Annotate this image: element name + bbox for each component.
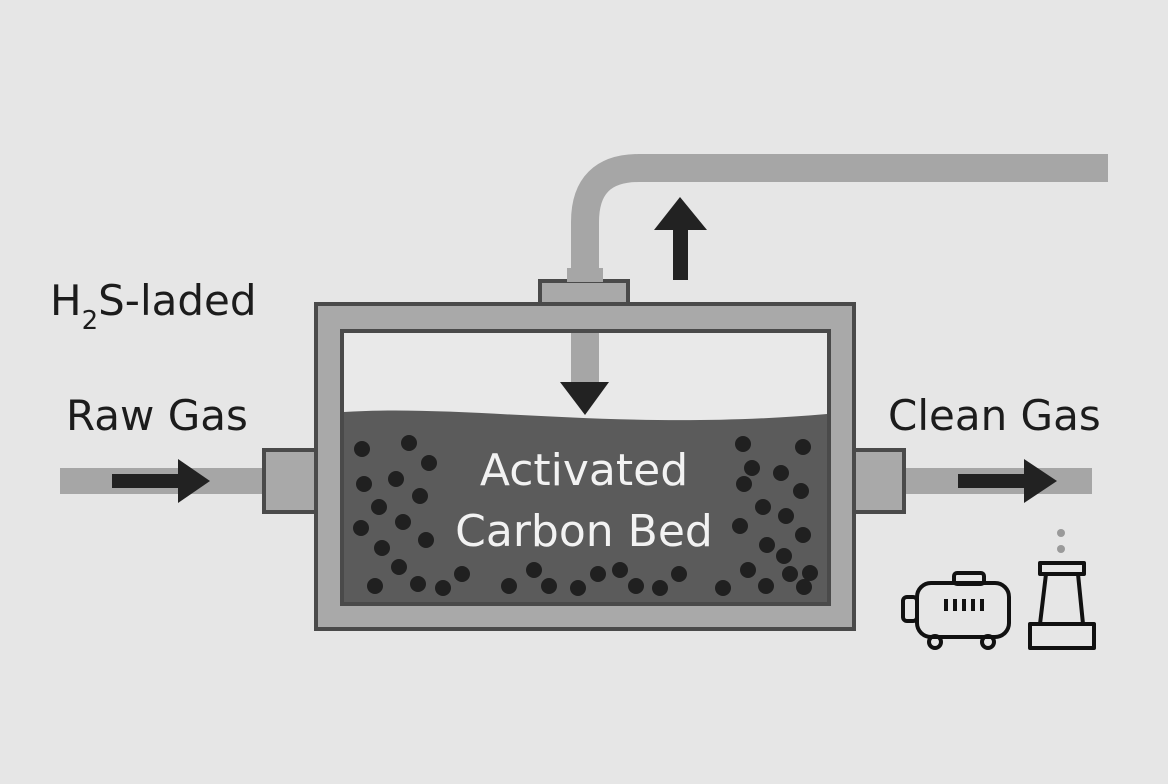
carbon-pellet xyxy=(793,483,809,499)
flow-arrow-icon xyxy=(560,382,609,415)
outlet-label: Clean Gas xyxy=(888,391,1101,440)
bed-label-line2: Carbon Bed xyxy=(455,506,713,557)
carbon-pellet xyxy=(367,578,383,594)
carbon-pellet xyxy=(732,518,748,534)
carbon-pellet xyxy=(501,578,517,594)
carbon-pellet xyxy=(395,514,411,530)
carbon-pellet xyxy=(401,435,417,451)
carbon-pellet xyxy=(356,476,372,492)
carbon-pellet xyxy=(758,578,774,594)
top-pipe-collar xyxy=(567,268,603,282)
carbon-pellet xyxy=(526,562,542,578)
carbon-pellet xyxy=(374,540,390,556)
carbon-pellet xyxy=(388,471,404,487)
carbon-pellet xyxy=(755,499,771,515)
carbon-pellet xyxy=(671,566,687,582)
carbon-pellet xyxy=(796,579,812,595)
carbon-pellet xyxy=(778,508,794,524)
top-nozzle xyxy=(538,279,630,306)
carbon-pellet xyxy=(776,548,792,564)
flare-stack-icon xyxy=(1028,529,1096,650)
inlet-arrow-icon xyxy=(112,459,210,503)
top-return-pipe xyxy=(571,154,1108,272)
inlet-nozzle xyxy=(262,448,322,514)
outlet-arrow-icon xyxy=(958,459,1057,503)
carbon-pellet xyxy=(353,520,369,536)
carbon-pellet xyxy=(715,580,731,596)
carbon-pellet xyxy=(744,460,760,476)
carbon-bed xyxy=(344,410,827,602)
inlet-label-line1: H2S-laded xyxy=(50,276,257,336)
carbon-pellet xyxy=(541,578,557,594)
carbon-pellet xyxy=(795,527,811,543)
carbon-pellet xyxy=(652,580,668,596)
carbon-pellet xyxy=(454,566,470,582)
carbon-pellet xyxy=(590,566,606,582)
carbon-pellet xyxy=(740,562,756,578)
carbon-pellet xyxy=(391,559,407,575)
carbon-pellet xyxy=(735,436,751,452)
internal-downpipe xyxy=(571,333,599,385)
carbon-pellet xyxy=(570,580,586,596)
carbon-pellet xyxy=(354,441,370,457)
carbon-pellet xyxy=(412,488,428,504)
up-arrow-icon xyxy=(654,197,707,280)
engine-icon xyxy=(901,571,1011,650)
down-arrow-icon xyxy=(560,382,609,415)
carbon-pellet xyxy=(371,499,387,515)
carbon-pellet xyxy=(418,532,434,548)
inlet-label-line2: Raw Gas xyxy=(66,391,248,440)
carbon-pellet xyxy=(410,576,426,592)
carbon-pellet xyxy=(628,578,644,594)
carbon-pellet xyxy=(736,476,752,492)
carbon-pellets xyxy=(353,435,818,596)
carbon-pellet xyxy=(782,566,798,582)
carbon-pellet xyxy=(773,465,789,481)
carbon-pellet xyxy=(759,537,775,553)
outlet-nozzle xyxy=(846,448,906,514)
bed-label-line1: Activated xyxy=(480,445,688,496)
carbon-pellet xyxy=(435,580,451,596)
carbon-pellet xyxy=(802,565,818,581)
carbon-pellet xyxy=(421,455,437,471)
carbon-pellet xyxy=(795,439,811,455)
carbon-pellet xyxy=(612,562,628,578)
